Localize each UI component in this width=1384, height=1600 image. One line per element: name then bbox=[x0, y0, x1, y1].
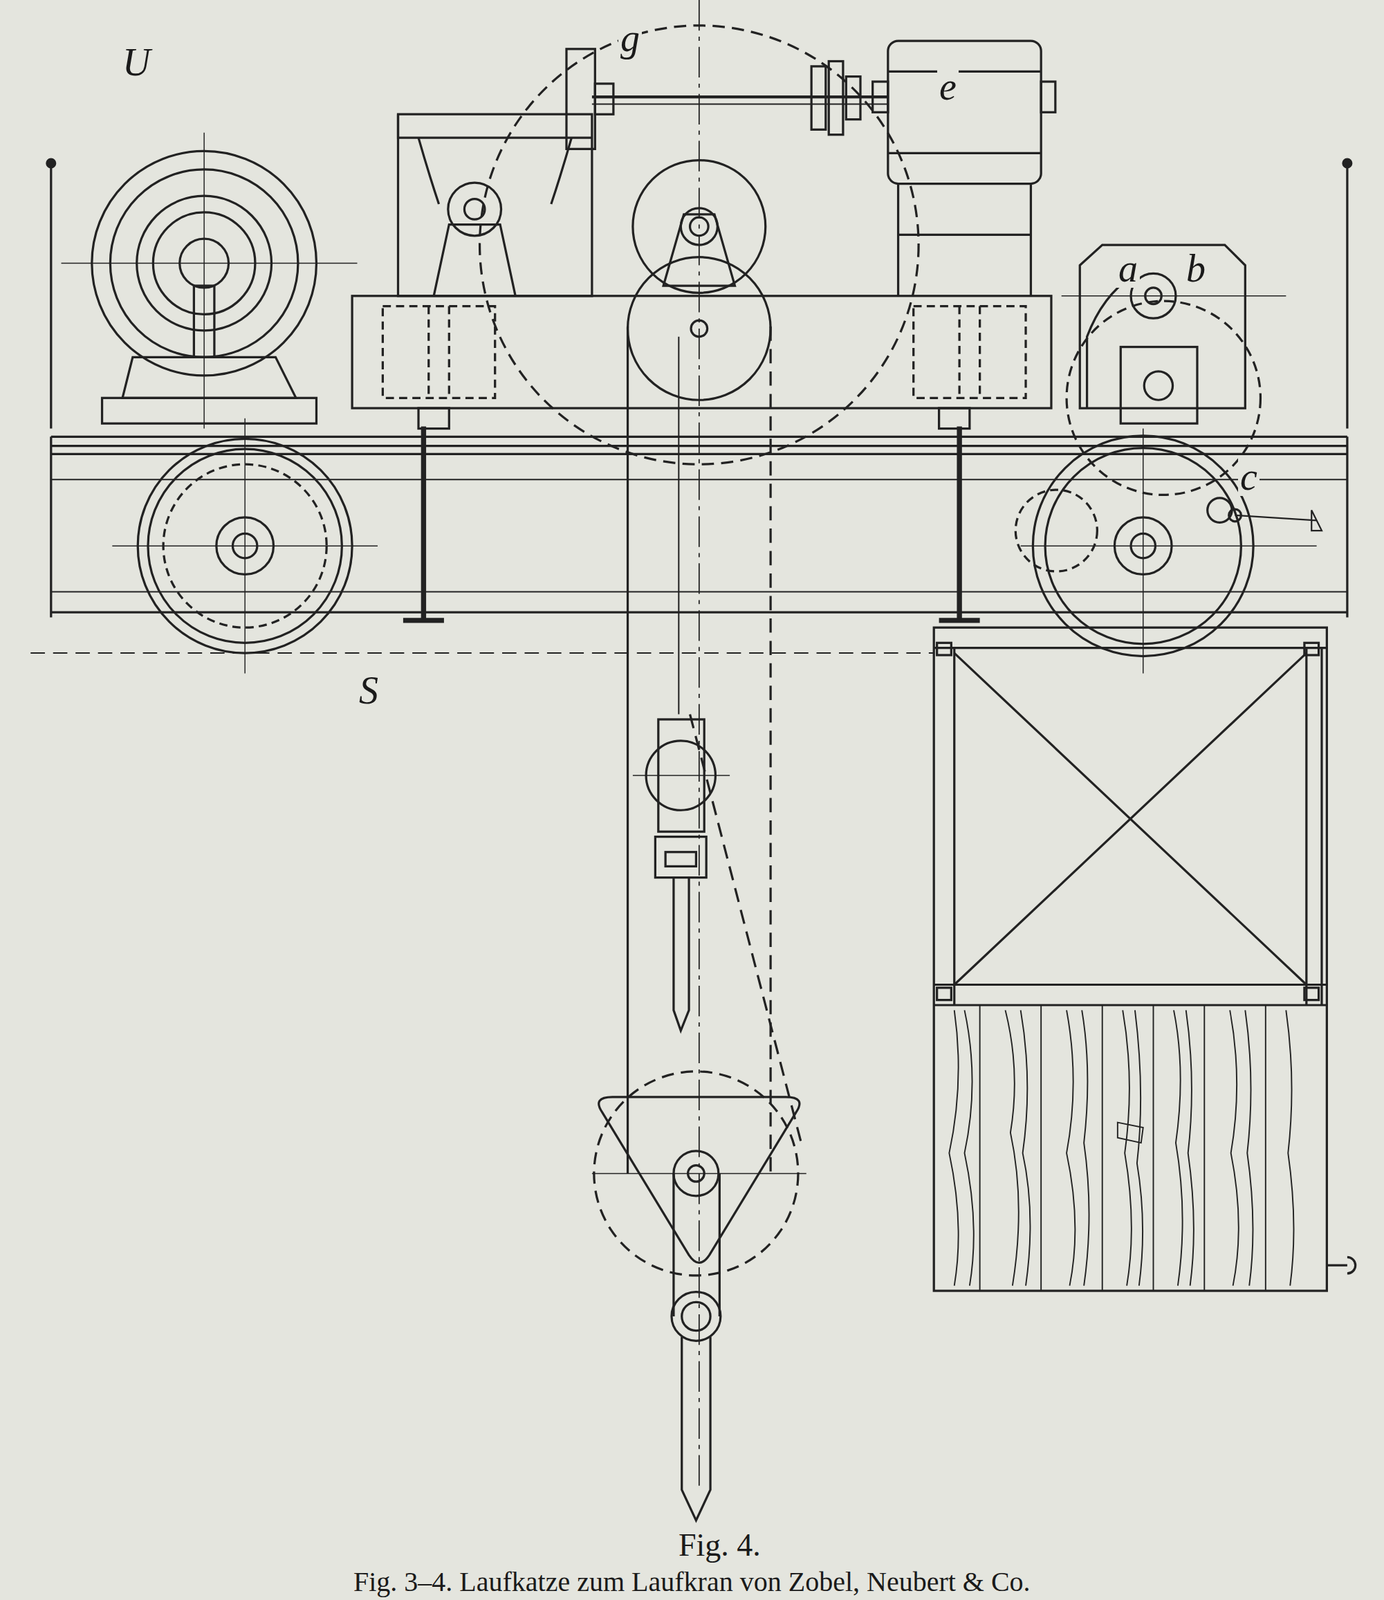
part-letter: U bbox=[120, 42, 153, 82]
part-letter: e bbox=[937, 67, 959, 106]
part-letter: c bbox=[1238, 457, 1260, 496]
part-letter: S bbox=[356, 670, 381, 710]
figure-subcaption: Fig. 3–4. Laufkatze zum Laufkran von Zob… bbox=[353, 1567, 1031, 1596]
figure-caption: Fig. 4. bbox=[678, 1529, 761, 1562]
part-letter: b bbox=[1184, 248, 1208, 288]
part-letter: a bbox=[1116, 248, 1140, 288]
part-letter: g bbox=[618, 18, 642, 58]
